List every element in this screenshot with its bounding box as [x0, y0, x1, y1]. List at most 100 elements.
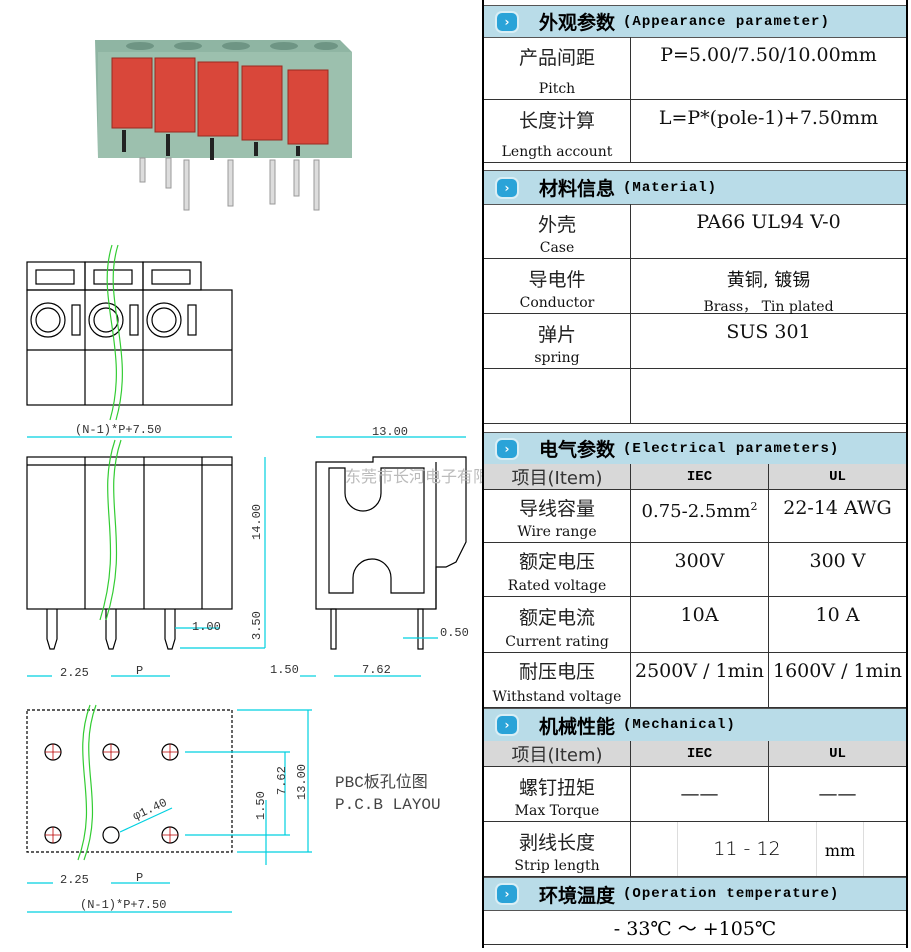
electrical-title_en: (Electrical parameters): [623, 440, 840, 457]
empty-cell: [631, 369, 907, 424]
dim-height: 14.00: [250, 504, 264, 540]
value-strip-length: 11 - 12 mm: [631, 822, 907, 877]
section-material: ›材料信息(Material): [484, 170, 907, 205]
dim-pin-width: 1.00: [192, 620, 221, 634]
temperature-value: - 33℃ ～ +105℃: [613, 917, 777, 940]
electrical-rows-0-en: Wire range: [517, 524, 597, 540]
material-rows-1-en: Conductor: [519, 295, 595, 311]
appearance-title_en: (Appearance parameter): [623, 13, 830, 30]
material-rows-0-value: PA66 UL94 V-0: [696, 211, 841, 233]
drawing-panel: (N-1)*P+7.50 14.00 3.50 1.00 2.25 P 13.0…: [26, 0, 489, 948]
top-view: [26, 244, 233, 421]
value-case: PA66 UL94 V-0: [631, 204, 907, 259]
empty-cell: [484, 369, 631, 424]
dim-side-pin: 0.50: [440, 626, 469, 640]
value-pitch: P=5.00/7.50/10.00mm: [631, 37, 907, 100]
watermark: 东莞市长河电子有限: [345, 468, 482, 487]
electrical-rows-1-en: Rated voltage: [507, 578, 607, 594]
electrical-head-iec: IEC: [686, 468, 713, 485]
appearance-rows-1-zh: 长度计算: [518, 110, 595, 132]
section-electrical: ›电气参数(Electrical parameters): [484, 432, 907, 465]
label-case: 外壳 Case: [484, 204, 631, 259]
label-length: 长度计算 Length account: [484, 100, 631, 163]
electrical-rows-2-iec: 10A: [680, 604, 719, 626]
side-view: [300, 436, 467, 677]
iec-max-torque: ——: [631, 767, 769, 822]
dim-side-pitch: 7.62: [362, 663, 391, 677]
value-temperature: - 33℃ ～ +105℃: [484, 910, 907, 945]
dim-pcb-pitch: P: [136, 871, 143, 885]
label-current-rating: 额定电流 Current rating: [484, 597, 631, 653]
dim-pin-length: 3.50: [250, 611, 264, 640]
technical-drawings: (N-1)*P+7.50 14.00 3.50 1.00 2.25 P 13.0…: [26, 40, 489, 913]
col-item: 项目(Item): [484, 464, 631, 490]
dim-length: (N-1)*P+7.50: [75, 423, 161, 437]
mechanical-rows-0-ul: ——: [818, 783, 857, 805]
material-rows-1-zh: 导电件: [528, 269, 586, 291]
electrical-rows-0-iec_sup: 2: [750, 500, 758, 513]
iec-wire-range: 0.75-2.5mm2: [631, 490, 769, 543]
electrical-rows-3-ul: 1600V / 1min: [773, 660, 902, 682]
section-appearance: ›外观参数(Appearance parameter): [484, 5, 907, 38]
appearance-rows-1-en: Length account: [501, 144, 613, 160]
dim-width: 13.00: [372, 425, 408, 439]
appearance-rows-1-value: L=P*(pole-1)+7.50mm: [658, 107, 879, 129]
material-rows-2-value: SUS 301: [726, 321, 811, 343]
electrical-rows-3-iec: 2500V / 1min: [635, 660, 764, 682]
dim-pcb-row: 7.62: [275, 766, 289, 795]
chevron-right-icon: ›: [497, 716, 517, 734]
col-item: 项目(Item): [484, 741, 631, 767]
mechanical-head-item: 项目(Item): [511, 744, 603, 766]
dim-pcb-length: (N-1)*P+7.50: [80, 898, 166, 912]
electrical-rows-0-ul: 22-14 AWG: [783, 497, 892, 519]
electrical-rows-3-en: Withstand voltage: [492, 689, 622, 705]
appearance-rows-0-value: P=5.00/7.50/10.00mm: [660, 44, 877, 66]
electrical-rows-2-zh: 额定电流: [518, 607, 595, 629]
temperature-title_en: (Operation temperature): [623, 886, 840, 902]
appearance-rows-0-en: Pitch: [538, 81, 576, 97]
mechanical-rows-1-unit: mm: [816, 822, 864, 876]
value-length: L=P*(pole-1)+7.50mm: [631, 100, 907, 163]
mechanical-rows-1-en: Strip length: [514, 858, 600, 874]
material-rows-0-en: Case: [539, 240, 575, 256]
dim-side-offset: 1.50: [270, 663, 299, 677]
mechanical-rows-0-iec: ——: [680, 783, 719, 805]
label-pitch: 产品间距 Pitch: [484, 37, 631, 100]
iec-rated-voltage: 300V: [631, 543, 769, 597]
col-ul: UL: [769, 741, 907, 767]
ul-rated-voltage: 300 V: [769, 543, 907, 597]
electrical-head-ul: UL: [829, 468, 846, 485]
col-iec: IEC: [631, 741, 769, 767]
ul-current-rating: 10 A: [769, 597, 907, 653]
value-spring: SUS 301: [631, 314, 907, 369]
electrical-rows-3-zh: 耐压电压: [518, 661, 595, 683]
dim-pcb-offset-x: 2.25: [60, 873, 89, 887]
iec-current-rating: 10A: [631, 597, 769, 653]
pcb-title-en: P.C.B LAYOU: [335, 796, 441, 814]
table-border: [906, 0, 908, 948]
mechanical-rows-1-value: 11 - 12: [713, 837, 781, 860]
front-view: [26, 436, 266, 677]
electrical-rows-0-zh: 导线容量: [518, 498, 595, 520]
dim-pin-offset: 2.25: [60, 666, 89, 680]
chevron-right-icon: ›: [497, 178, 517, 197]
label-wire-range: 导线容量 Wire range: [484, 490, 631, 543]
electrical-rows-2-ul: 10 A: [815, 604, 860, 626]
material-rows-1-sub: Brass， Tin plated: [703, 299, 834, 315]
electrical-rows-0-iec: 0.75-2.5mm: [641, 501, 751, 522]
pcb-layout: [26, 704, 312, 913]
section-mechanical: ›机械性能(Mechanical): [484, 708, 907, 742]
material-rows-0-zh: 外壳: [537, 214, 576, 236]
label-strip-length: 剥线长度 Strip length: [484, 822, 631, 877]
ul-max-torque: ——: [769, 767, 907, 822]
appearance-rows-0-zh: 产品间距: [518, 47, 595, 69]
mechanical-rows-1-zh: 剥线长度: [518, 832, 595, 854]
dim-hole: φ1.40: [131, 796, 170, 824]
material-rows-2-zh: 弹片: [537, 324, 576, 346]
ul-wire-range: 22-14 AWG: [769, 490, 907, 543]
electrical-rows-2-en: Current rating: [505, 634, 609, 650]
electrical-head-item: 项目(Item): [511, 467, 603, 489]
col-iec: IEC: [631, 464, 769, 490]
